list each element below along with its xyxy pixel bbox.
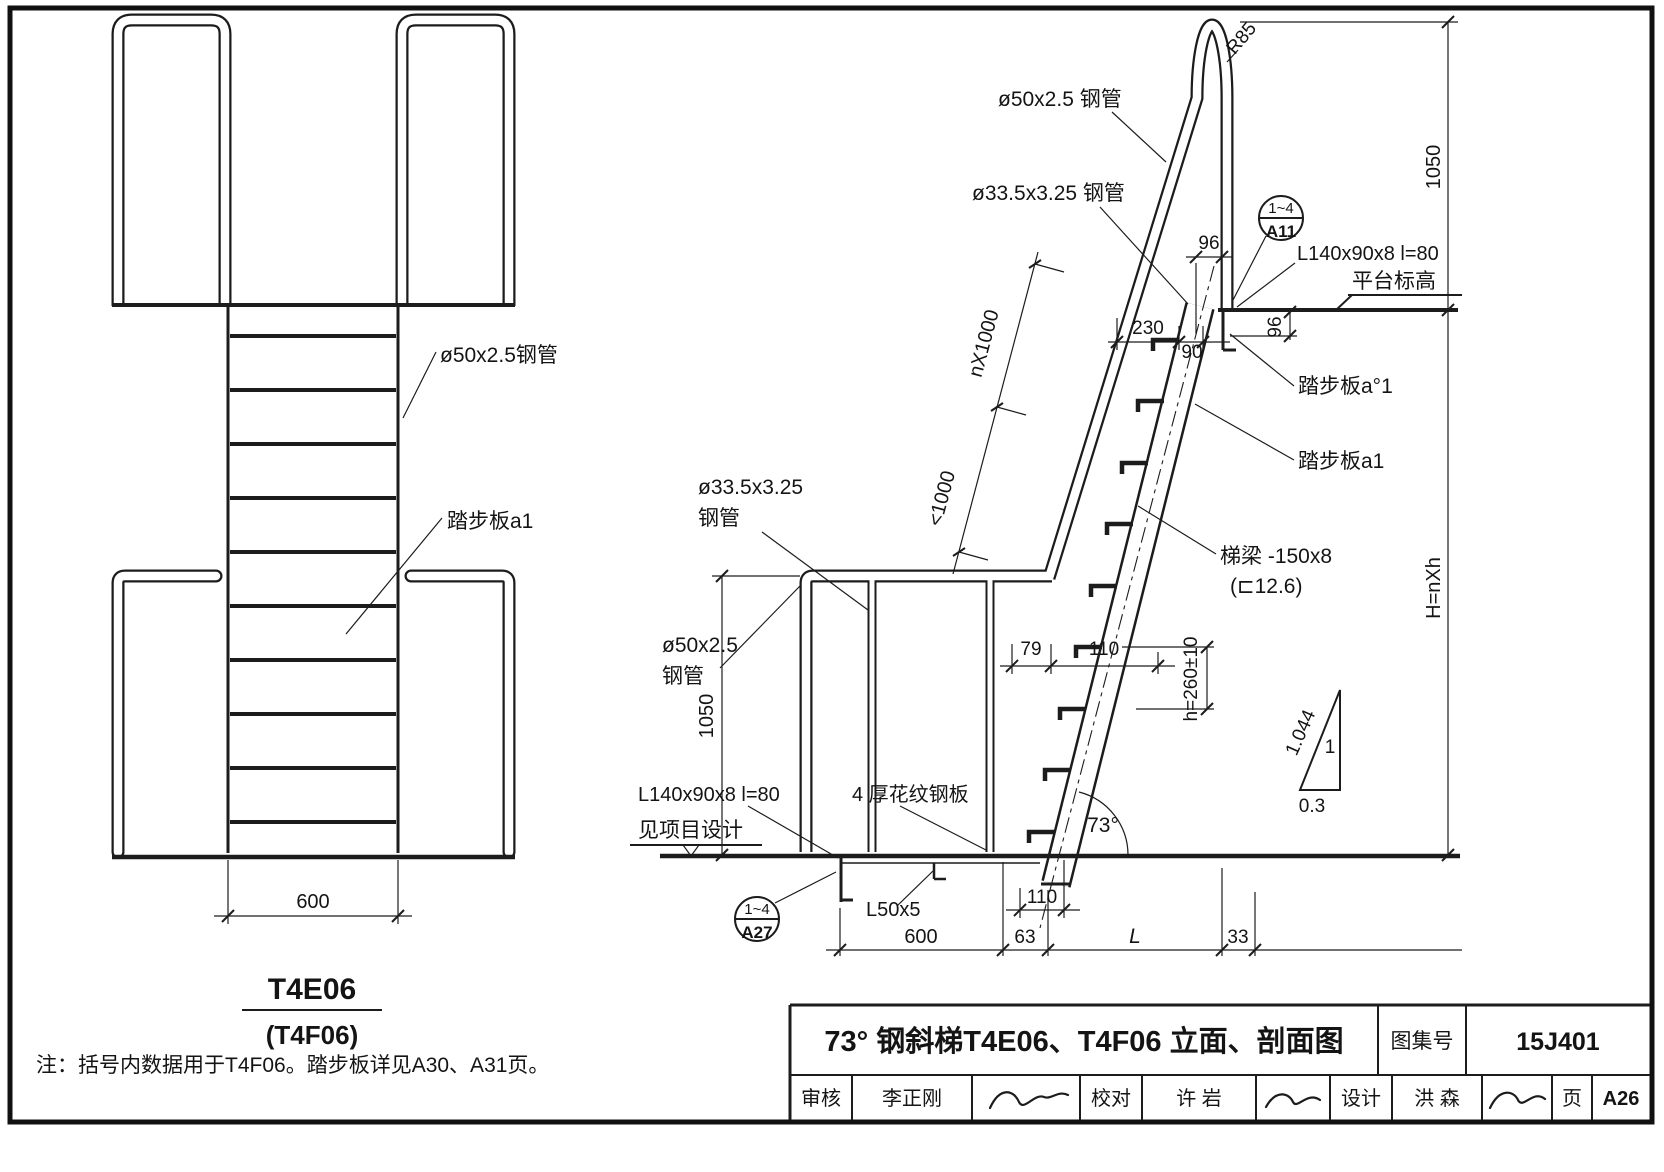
dim-tread-h: h=260±10 <box>1181 637 1202 722</box>
label-pipe-front: ø50x2.5钢管 <box>440 344 558 367</box>
dim-angle-73: 73° <box>1087 814 1119 837</box>
slope-triangle <box>1298 689 1341 791</box>
section-view-annotations <box>630 15 1462 957</box>
designer-label: 设计 <box>1341 1087 1381 1110</box>
designer-signature <box>1488 1091 1547 1110</box>
dim-run-last: <1000 <box>924 468 960 528</box>
front-view-structure <box>112 303 515 860</box>
label-platform-level: 平台标高 <box>1352 270 1436 293</box>
leader-pipe-label <box>402 351 437 419</box>
label-tread-front: 踏步板a1 <box>447 510 533 533</box>
pipe-members-outline <box>118 20 1227 884</box>
stringer-centerline <box>1039 265 1215 929</box>
dim-96-v: 96 <box>1265 316 1286 337</box>
section-view-structure <box>660 265 1460 929</box>
checker-name: 许 岩 <box>1176 1087 1222 1110</box>
reviewer-signature <box>988 1091 1070 1110</box>
atlas-number: 15J401 <box>1516 1028 1600 1056</box>
label-see-design: 见项目设计 <box>638 819 743 842</box>
dim-96-h: 96 <box>1198 233 1219 254</box>
label-post-pipe-left-1: ø33.5x3.25 <box>698 476 803 499</box>
label-stringer: 梯梁 -150x8 <box>1220 545 1332 568</box>
label-angle-top: L140x90x8 l=80 <box>1297 243 1439 265</box>
view-title: T4E06 <box>268 973 356 1006</box>
label-rail-pipe-left-2: 钢管 <box>662 665 704 688</box>
dim-L: L <box>1129 925 1141 948</box>
dim-90: 90 <box>1181 342 1202 363</box>
label-plate: 4 厚花纹钢板 <box>852 783 969 806</box>
dim-79: 79 <box>1020 639 1041 660</box>
label-angle-bottom: L140x90x8 l=80 <box>638 784 780 806</box>
front-view-annotations <box>214 351 443 1011</box>
reviewer-name: 李正刚 <box>882 1087 942 1110</box>
label-support: L50x5 <box>866 899 921 921</box>
leader-lines <box>719 49 1296 907</box>
dim-600-bottom: 600 <box>904 926 937 948</box>
treads <box>1026 337 1179 843</box>
detail-a11-range: 1~4 <box>1268 200 1293 217</box>
label-stringer-alt: (⊏12.6) <box>1230 575 1302 598</box>
dim-600-front: 600 <box>296 891 329 913</box>
angle-arc <box>1078 791 1129 856</box>
dim-230: 230 <box>1132 318 1164 339</box>
platform-edge-angle <box>1221 312 1236 352</box>
dim-1050-left: 1050 <box>696 694 718 739</box>
leader-tread-label <box>345 517 443 635</box>
title-block: 73° 钢斜梯T4E06、T4F06 立面、剖面图 图集号 15J401 审核 … <box>788 1003 1650 1120</box>
page-number: A26 <box>1603 1088 1640 1110</box>
dim-1050-top: 1050 <box>1423 145 1445 190</box>
page-border <box>7 5 1655 1125</box>
detail-a27-range: 1~4 <box>744 901 769 918</box>
sheet-title: 73° 钢斜梯T4E06、T4F06 立面、剖面图 <box>824 1024 1343 1058</box>
checker-label: 校对 <box>1091 1087 1131 1110</box>
rungs <box>230 334 396 824</box>
label-handrail-pipe: ø50x2.5 钢管 <box>998 88 1122 111</box>
slope-h: 0.3 <box>1299 796 1325 817</box>
detail-a11-page: A11 <box>1266 222 1296 241</box>
reviewer-label: 审核 <box>801 1087 841 1110</box>
dim-33: 33 <box>1227 927 1248 948</box>
dim-63: 63 <box>1014 927 1035 948</box>
dim-run: nX1000 <box>965 307 1004 379</box>
atlas-label: 图集号 <box>1391 1030 1454 1053</box>
dim-H: H=nXh <box>1423 557 1445 619</box>
label-tread-a1: 踏步板a1 <box>1298 450 1384 473</box>
pipe-members-fill <box>118 20 1227 884</box>
label-post-pipe: ø33.5x3.25 钢管 <box>972 182 1125 205</box>
note-text: 注：括号内数据用于T4F06。踏步板详见A30、A31页。 <box>36 1054 549 1077</box>
slope-v: 1 <box>1325 737 1336 758</box>
floor-plate-detail <box>839 855 1040 902</box>
label-rail-pipe-left-1: ø50x2.5 <box>662 634 738 657</box>
detail-a27-page: A27 <box>741 923 772 942</box>
level-symbol <box>681 844 701 858</box>
view-subtitle: (T4F06) <box>266 1020 358 1050</box>
designer-name: 洪 森 <box>1414 1087 1460 1110</box>
dim-110-mid: 110 <box>1089 639 1119 660</box>
label-post-pipe-left-2: 钢管 <box>698 507 740 530</box>
checker-signature <box>1264 1093 1322 1109</box>
page-label: 页 <box>1562 1088 1582 1110</box>
label-tread-a01: 踏步板a°1 <box>1298 375 1393 398</box>
dim-110-bottom: 110 <box>1027 887 1057 908</box>
